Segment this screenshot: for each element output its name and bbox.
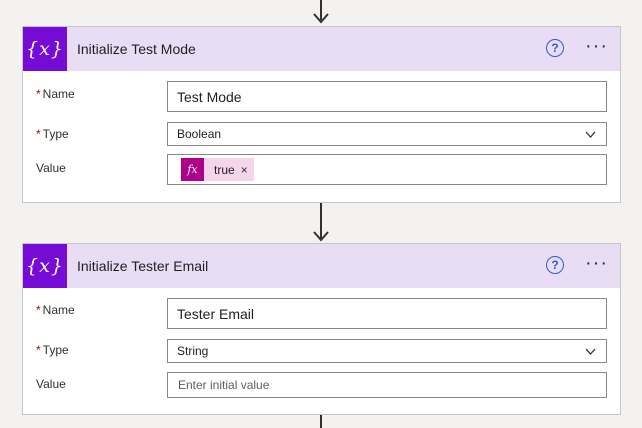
name-label: *Name bbox=[36, 87, 75, 101]
type-label: *Type bbox=[36, 343, 69, 357]
expression-fx-icon: fx bbox=[181, 158, 204, 181]
more-options-button[interactable]: ··· bbox=[585, 252, 608, 274]
value-input-placeholder: Enter initial value bbox=[178, 378, 270, 392]
value-input[interactable]: Enter initial value bbox=[167, 372, 607, 398]
action-card-initialize-tester-email[interactable]: {x} Initialize Tester Email ? ··· *Name … bbox=[22, 243, 621, 415]
required-marker: * bbox=[36, 87, 41, 101]
connector-line-bottom bbox=[320, 415, 322, 428]
type-select-value: String bbox=[177, 344, 209, 358]
expression-token[interactable]: fx true × bbox=[181, 158, 254, 181]
value-input[interactable]: fx true × bbox=[167, 154, 607, 185]
action-title[interactable]: Initialize Tester Email bbox=[77, 258, 209, 274]
type-select-value: Boolean bbox=[177, 127, 222, 141]
required-marker: * bbox=[36, 343, 41, 357]
more-options-button[interactable]: ··· bbox=[585, 35, 608, 57]
action-title[interactable]: Initialize Test Mode bbox=[77, 41, 196, 57]
type-label: *Type bbox=[36, 127, 69, 141]
chevron-down-icon bbox=[585, 348, 596, 355]
action-card-header[interactable]: {x} Initialize Test Mode ? ··· bbox=[23, 27, 620, 71]
connector-arrow-middle-icon bbox=[313, 231, 329, 242]
name-input[interactable]: Test Mode bbox=[167, 81, 607, 112]
name-input[interactable]: Tester Email bbox=[167, 298, 607, 329]
variable-braces-icon: {x} bbox=[23, 244, 67, 288]
help-button[interactable]: ? bbox=[546, 256, 564, 274]
connector-line-top bbox=[320, 0, 322, 20]
name-label: *Name bbox=[36, 303, 75, 317]
connector-line-middle bbox=[320, 203, 322, 239]
remove-token-button[interactable]: × bbox=[240, 162, 248, 177]
type-select[interactable]: String bbox=[167, 339, 607, 363]
variable-braces-icon: {x} bbox=[23, 27, 67, 71]
type-select[interactable]: Boolean bbox=[167, 122, 607, 146]
required-marker: * bbox=[36, 127, 41, 141]
connector-arrow-top-icon bbox=[313, 13, 329, 24]
name-input-value: Test Mode bbox=[177, 88, 242, 105]
name-input-value: Tester Email bbox=[177, 305, 255, 322]
help-button[interactable]: ? bbox=[546, 39, 564, 57]
value-label: Value bbox=[36, 161, 66, 175]
action-card-header[interactable]: {x} Initialize Tester Email ? ··· bbox=[23, 244, 620, 288]
required-marker: * bbox=[36, 303, 41, 317]
chevron-down-icon bbox=[585, 131, 596, 138]
action-card-initialize-test-mode[interactable]: {x} Initialize Test Mode ? ··· *Name Tes… bbox=[22, 26, 621, 203]
expression-token-label: true bbox=[214, 162, 235, 177]
value-label: Value bbox=[36, 377, 66, 391]
